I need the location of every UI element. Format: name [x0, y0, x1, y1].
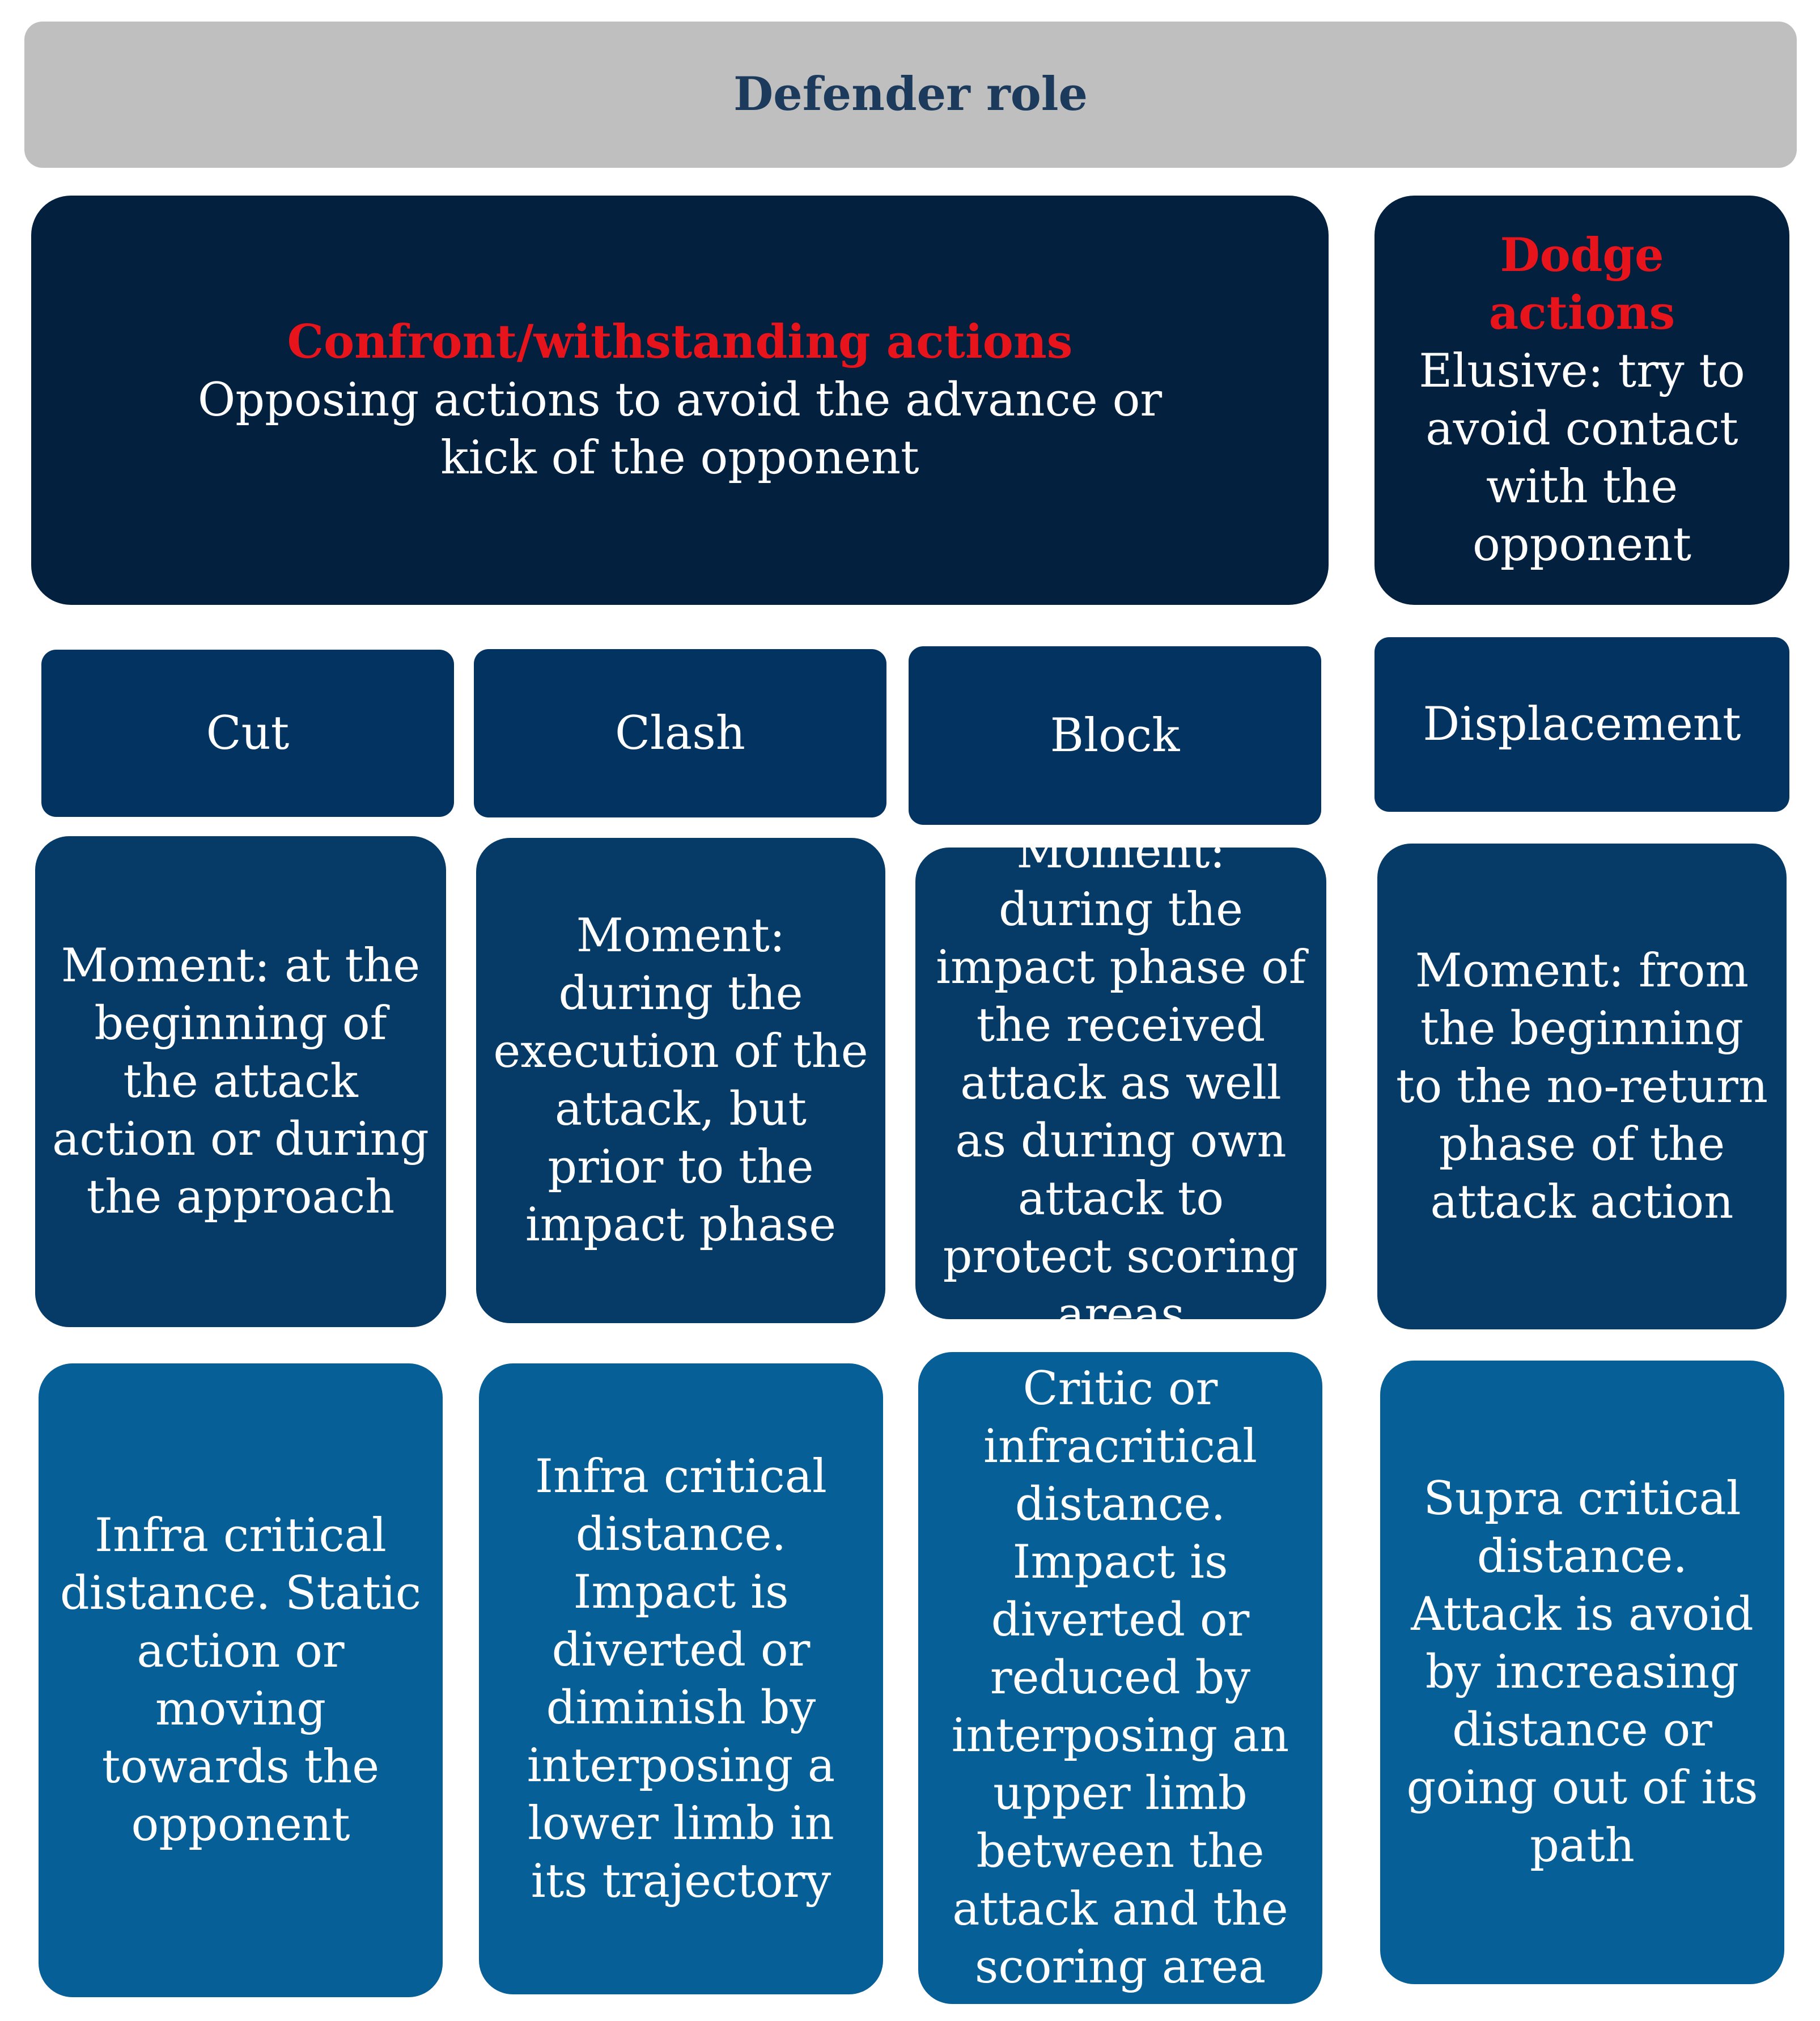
- distance-cut: Infra critical distance. Static action o…: [39, 1363, 443, 1997]
- moment-text: Moment: at the beginning of the attack a…: [52, 939, 429, 1224]
- moment-cut: Moment: at the beginning of the attack a…: [35, 836, 446, 1327]
- moment-block: Moment: during the impact phase of the r…: [915, 825, 1326, 1341]
- dodge-actions-box: Dodge actions Elusive: try to avoid cont…: [1374, 196, 1789, 605]
- moment-text: Moment: during the execution of the atta…: [493, 909, 868, 1252]
- distance-text: Supra critical distance. Attack is avoid…: [1406, 1472, 1758, 1872]
- distance-text: Critic or infracritical distance. Impact…: [951, 1362, 1289, 1994]
- category-label: Displacement: [1423, 698, 1741, 751]
- moment-text: Moment: during the impact phase of the r…: [936, 825, 1306, 1341]
- category-displacement: Displacement: [1374, 637, 1789, 812]
- distance-displacement: Supra critical distance. Attack is avoid…: [1380, 1361, 1784, 1984]
- category-block: Block: [909, 646, 1321, 825]
- distance-block: Critic or infracritical distance. Impact…: [918, 1352, 1322, 2004]
- distance-text: Infra critical distance. Static action o…: [60, 1509, 422, 1851]
- category-label: Clash: [615, 706, 745, 760]
- moment-clash: Moment: during the execution of the atta…: [476, 838, 885, 1323]
- confront-actions-title: Confront/withstanding actions: [287, 315, 1073, 369]
- distance-clash: Infra critical distance. Impact is diver…: [479, 1363, 883, 1994]
- category-label: Block: [1050, 709, 1180, 762]
- moment-text: Moment: from the beginning to the no-ret…: [1395, 944, 1768, 1229]
- dodge-actions-title: Dodge actions: [1488, 228, 1675, 340]
- moment-displacement: Moment: from the beginning to the no-ret…: [1377, 844, 1787, 1329]
- category-label: Cut: [206, 706, 290, 760]
- distance-text: Infra critical distance. Impact is diver…: [527, 1450, 835, 1908]
- confront-actions-description: Opposing actions to avoid the advance or…: [197, 374, 1163, 485]
- confront-actions-box: Confront/withstanding actions Opposing a…: [31, 196, 1329, 605]
- category-cut: Cut: [41, 650, 454, 817]
- defender-role-header: Defender role: [24, 22, 1797, 168]
- dodge-actions-description: Elusive: try to avoid contact with the o…: [1419, 345, 1745, 571]
- category-clash: Clash: [474, 649, 886, 817]
- header-title: Defender role: [733, 67, 1088, 121]
